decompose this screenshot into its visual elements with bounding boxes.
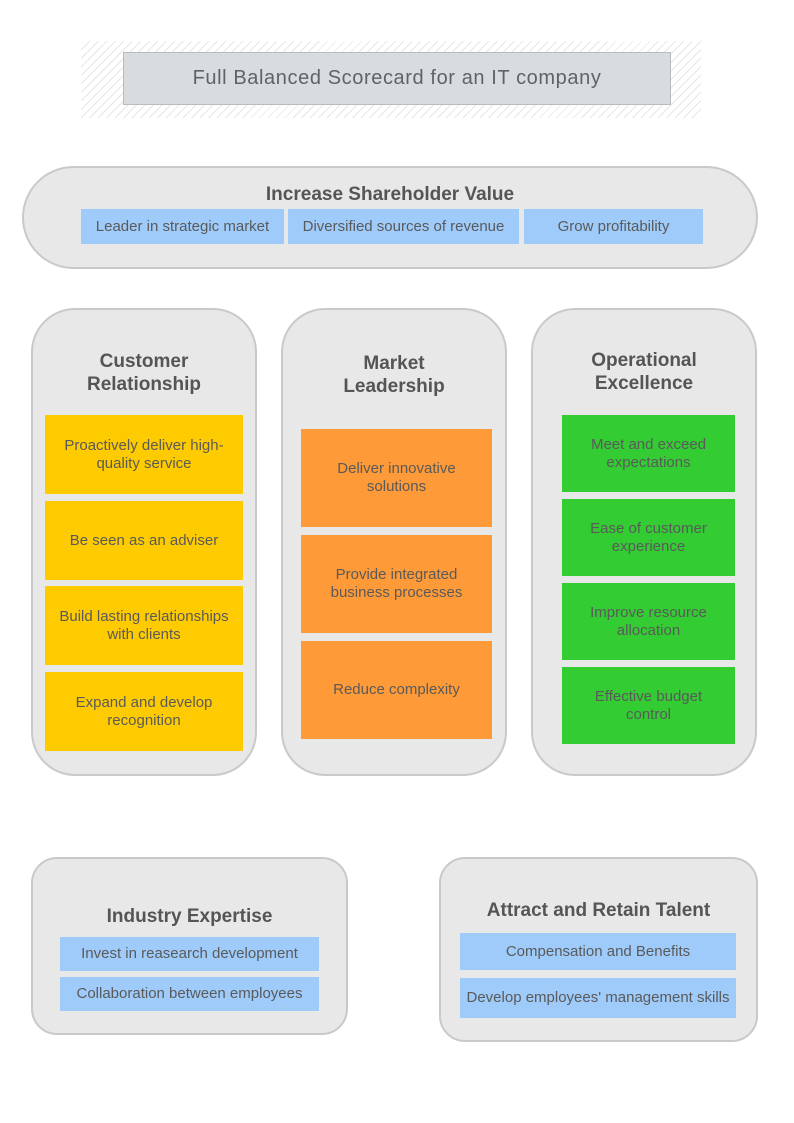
market-item-complexity: Reduce complexity — [301, 641, 492, 739]
customer-item-adviser: Be seen as an adviser — [45, 501, 243, 580]
operational-item-resources: Improve resource allocation — [562, 583, 735, 660]
talent-title: Attract and Retain Talent — [486, 900, 711, 921]
industry-title: Industry Expertise — [106, 906, 273, 927]
market-item-integrated: Provide integrated business processes — [301, 535, 492, 633]
industry-item-research: Invest in reasearch development — [60, 937, 319, 971]
shareholder-item-leader: Leader in strategic market — [81, 209, 284, 244]
market-title: Market Leadership — [343, 353, 445, 397]
operational-item-budget: Effective budget control — [562, 667, 735, 744]
customer-item-recognition: Expand and develop recognition — [45, 672, 243, 751]
operational-item-experience: Ease of customer experience — [562, 499, 735, 576]
talent-item-management: Develop employees' management skills — [460, 978, 736, 1018]
shareholder-item-diversified: Diversified sources of revenue — [288, 209, 519, 244]
customer-title: Customer Relationship — [86, 351, 201, 395]
page-title: Full Balanced Scorecard for an IT compan… — [123, 52, 671, 105]
shareholder-title: Increase Shareholder Value — [265, 184, 515, 205]
customer-item-service: Proactively deliver high-quality service — [45, 415, 243, 494]
operational-item-expectations: Meet and exceed expectations — [562, 415, 735, 492]
market-item-innovative: Deliver innovative solutions — [301, 429, 492, 527]
operational-title: Operational Excellence — [591, 350, 697, 394]
talent-item-compensation: Compensation and Benefits — [460, 933, 736, 970]
shareholder-item-profitability: Grow profitability — [524, 209, 703, 244]
customer-item-relationships: Build lasting relationships with clients — [45, 586, 243, 665]
industry-item-collaboration: Collaboration between employees — [60, 977, 319, 1011]
